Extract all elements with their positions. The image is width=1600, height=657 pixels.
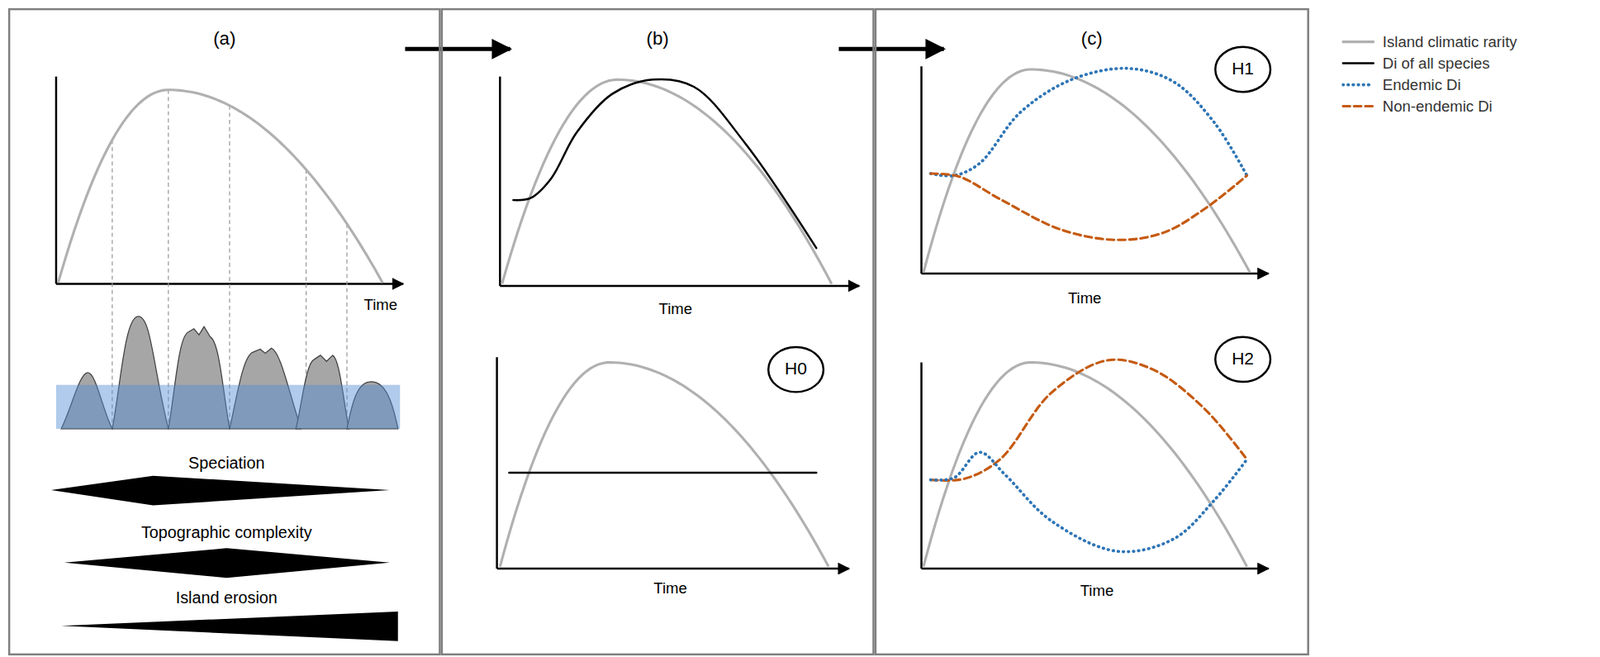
hypothesis-circle: H0 [767,346,825,394]
y-axis [498,76,501,286]
all-species-flat-line [508,471,817,474]
climatic-rarity-curve [923,69,1250,273]
legend-text: Island climatic rarity [1382,33,1518,51]
hypothesis-circle: H2 [1214,335,1272,383]
guide-line [228,105,230,428]
climatic-rarity-curve [499,362,829,567]
panel-box: (a) [8,8,442,656]
legend-text: Non-endemic Di [1382,96,1493,114]
panel-box: (c) H1H2 [874,8,1310,656]
y-axis [55,76,57,285]
legend-sample [1341,99,1375,112]
endemic-curve [930,451,1248,551]
all-species-curve [512,79,817,248]
legend-row: Non-endemic Di [1341,94,1517,117]
legend: Island climatic rarity Di of all speciesE… [1341,30,1517,117]
hypothesis-label: H1 [1231,59,1254,79]
panel-box: (b) H0 [441,8,875,656]
climatic-rarity-curve [57,90,383,283]
process-label: Speciation [188,453,265,473]
guide-line [111,139,113,427]
hypothesis-label: H0 [784,360,808,380]
panel-label: (c) [1081,28,1103,51]
legend-sample [1341,78,1375,91]
non-endemic-curve [930,173,1248,240]
panel-arrow [838,47,944,52]
guide-line [167,90,169,428]
climatic-rarity-curve [502,79,832,284]
axis-label: Time [364,294,398,313]
axis-label: Time [653,579,687,597]
y-axis [495,356,498,569]
panel-arrow [404,47,510,52]
non-endemic-curve [930,359,1248,480]
hypothesis-circle: H1 [1214,46,1272,94]
hypothesis-label: H2 [1231,349,1254,369]
legend-text: Di of all species [1382,53,1491,72]
panel-label: (b) [646,28,670,51]
speciation-wedge [51,475,390,506]
panel-label: (a) [213,28,236,51]
axis-label: Time [659,299,693,317]
x-axis [499,284,860,287]
x-axis [921,567,1269,570]
axis-label: Time [1068,289,1102,307]
y-axis [920,362,922,570]
x-axis [921,272,1269,275]
climatic-rarity-curve [923,362,1248,567]
sea-band [56,384,400,429]
axis-label: Time [1080,580,1114,599]
legend-row: Endemic Di [1341,73,1517,95]
legend-sample [1341,35,1375,48]
process-label: Topographic complexity [141,522,313,542]
legend-text: Endemic Di [1382,75,1462,93]
endemic-curve [930,68,1248,176]
y-axis [920,66,922,274]
x-axis [497,567,850,570]
erosion-wedge [61,611,399,641]
legend-row: Island climatic rarity [1341,30,1517,53]
legend-row: Di of all species [1341,52,1517,74]
process-label: Island erosion [175,588,278,608]
topography-wedge [64,547,390,578]
legend-sample [1341,56,1375,70]
